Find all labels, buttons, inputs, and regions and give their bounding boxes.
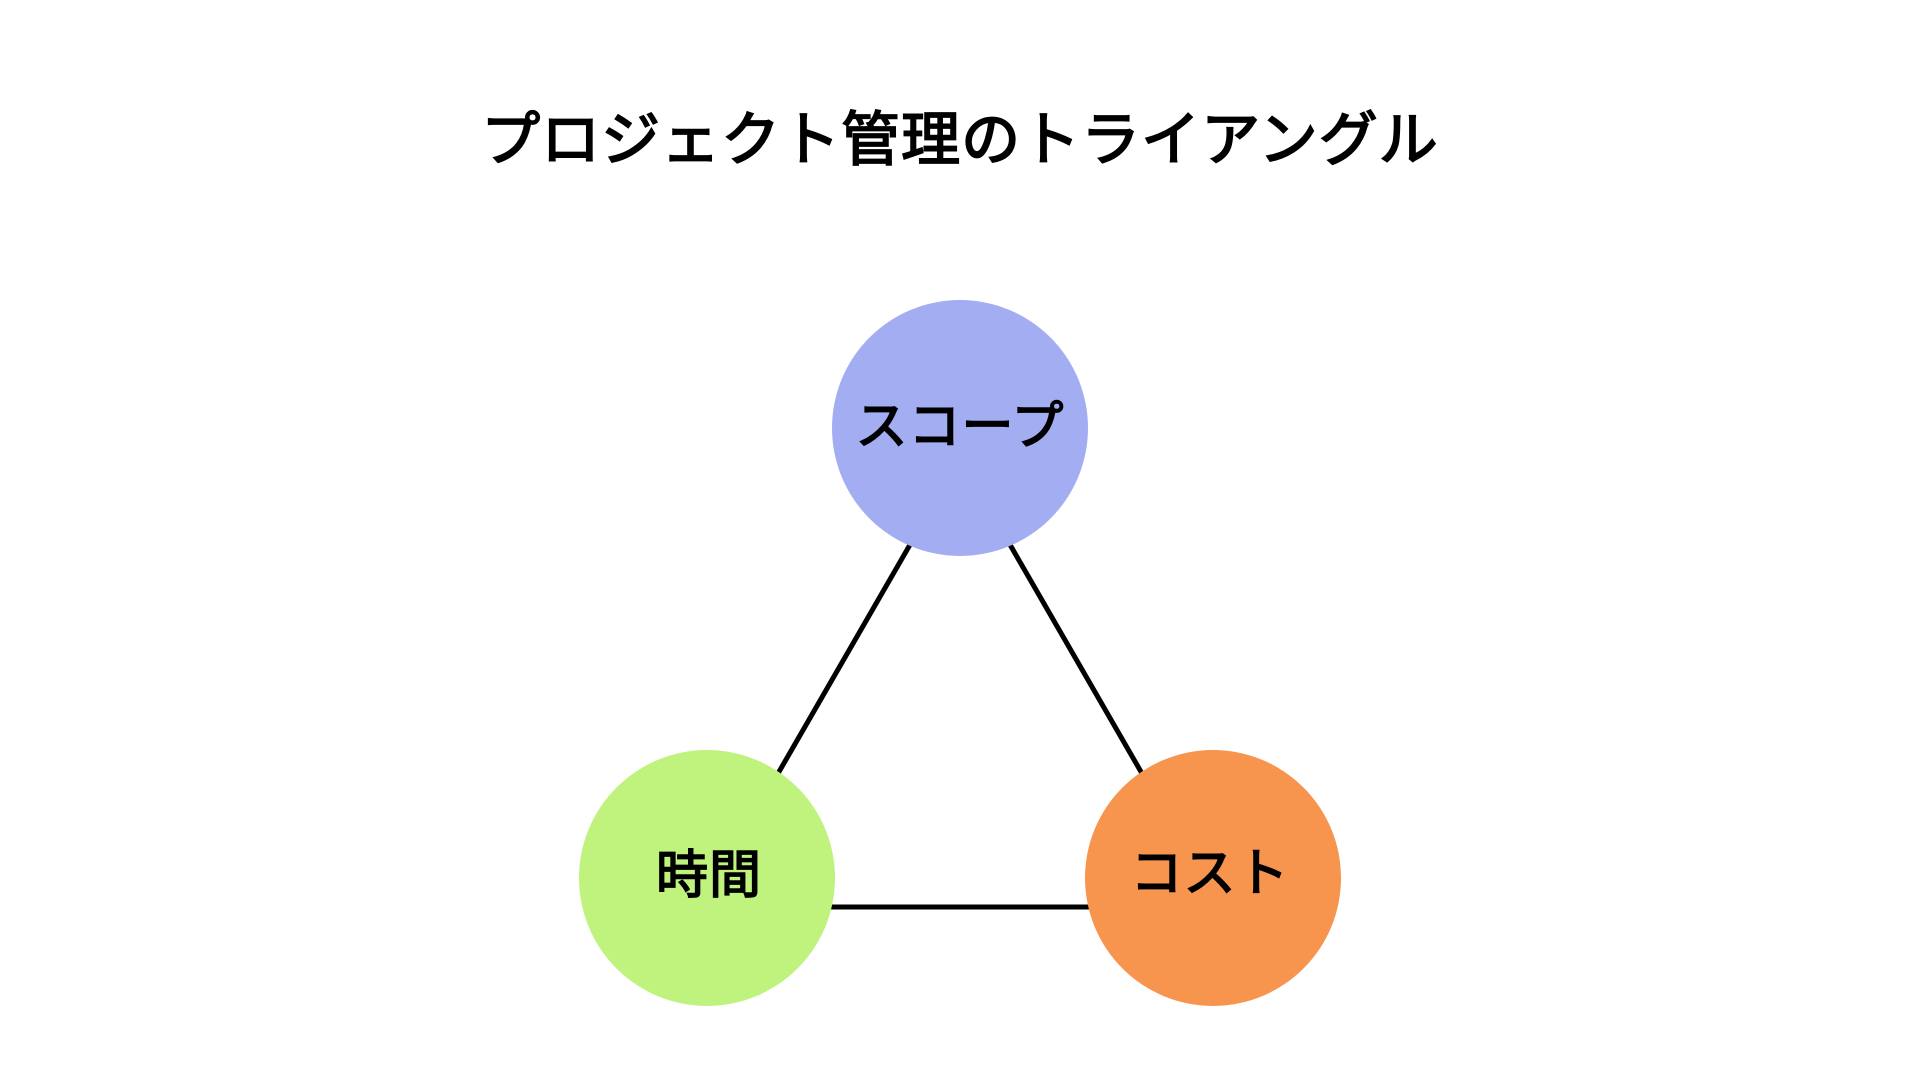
scope-node-label: スコープ — [855, 398, 1065, 456]
cost-node-label: コスト — [1130, 845, 1290, 903]
triangle-edges — [696, 452, 1224, 910]
time-node-label: 時間 — [655, 847, 763, 905]
cost-node-circle — [1085, 750, 1341, 1006]
diagram-title: プロジェクト管理のトライアングル — [481, 107, 1439, 173]
scope-node-circle — [832, 300, 1088, 556]
time-node-circle — [579, 750, 835, 1006]
